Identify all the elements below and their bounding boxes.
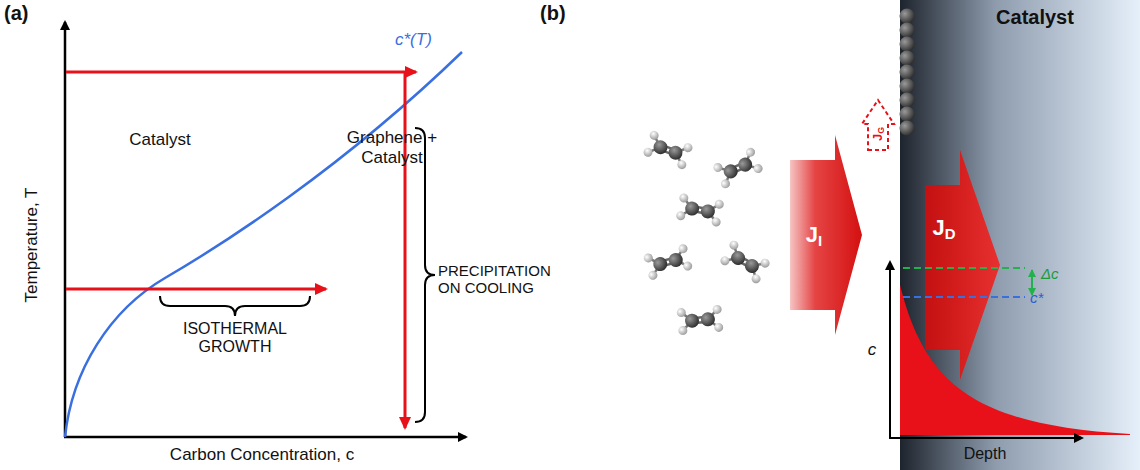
carbon-atom: [700, 203, 716, 219]
carbon-atom: [900, 93, 915, 108]
hydrogen-atom: [643, 252, 654, 263]
curve-label: c*(T): [395, 30, 432, 50]
hydrogen-atom: [676, 308, 686, 318]
hydrogen-atom: [682, 142, 694, 154]
supersaturation-level: [903, 267, 1025, 269]
ethylene-molecule: [676, 305, 723, 336]
brace: [415, 128, 435, 422]
depth-axis: [889, 437, 1082, 439]
c-axis: [889, 262, 891, 438]
carbon-atom: [742, 256, 761, 275]
process-label: ISOTHERMAL GROWTH: [175, 320, 295, 357]
hydrogen-atom: [714, 199, 724, 209]
hydrogen-atom: [647, 270, 658, 281]
carbon-atom: [736, 155, 755, 174]
flux-arrow: [862, 100, 894, 150]
solubility-curve: [65, 52, 462, 437]
hydrogen-atom: [728, 239, 740, 251]
brace: [160, 296, 310, 316]
carbon-atom: [684, 313, 699, 328]
solubility-level: [903, 296, 1025, 298]
process-label: PRECIPITATION ON COOLING: [438, 262, 556, 297]
axis-label: Depth: [964, 445, 1007, 463]
heating-arrow: [66, 71, 416, 74]
ethylene-molecule: [719, 239, 771, 285]
region-label: Graphene + Catalyst: [337, 128, 447, 167]
hydrogen-atom: [720, 178, 732, 190]
ethylene-molecule: [712, 146, 764, 189]
flux-arrow: [790, 135, 862, 335]
flux-label: JG: [871, 127, 886, 141]
region-title: Catalyst: [900, 6, 1140, 29]
carbon-atom: [684, 201, 700, 217]
ethylene-molecules: [642, 130, 771, 336]
carbon-atom: [900, 65, 915, 80]
axis-label: Carbon Concentration, c: [170, 445, 354, 465]
carbon-atom: [900, 51, 915, 66]
panel-letter: (b): [540, 2, 566, 25]
hydrogen-atom: [719, 255, 731, 267]
carbon-atom: [667, 144, 685, 162]
carbon-atom: [900, 121, 915, 136]
carbon-atom: [900, 23, 915, 38]
hydrogen-atom: [678, 243, 689, 254]
axis-label: Temperature, T: [22, 188, 42, 303]
hydrogen-atom: [678, 326, 688, 336]
graphene-layer: [900, 9, 915, 136]
flux-label: JD: [932, 215, 955, 240]
hydrogen-atom: [759, 257, 771, 269]
hydrogen-atom: [711, 217, 721, 227]
axis-label: c: [868, 340, 877, 360]
hydrogen-atom: [750, 273, 762, 285]
region-label: Catalyst: [129, 130, 190, 150]
isothermal-arrow: [66, 288, 326, 291]
flux-arrow: [925, 150, 1000, 380]
carbon-atom: [900, 37, 915, 52]
carbon-atom: [900, 9, 915, 24]
carbon-atom: [729, 248, 748, 267]
carbon-atom: [900, 79, 915, 94]
cooling-arrow: [404, 72, 407, 428]
ethylene-molecule: [642, 130, 694, 171]
hydrogen-atom: [714, 323, 724, 333]
hydrogen-atom: [682, 261, 693, 272]
level-label: c*: [1030, 289, 1043, 306]
hydrogen-atom: [712, 161, 724, 173]
hydrogen-atom: [679, 193, 689, 203]
panel-letter: (a): [4, 2, 28, 25]
hydrogen-atom: [752, 163, 764, 175]
carbon-atom: [667, 251, 684, 268]
x-axis: [64, 436, 466, 439]
hydrogen-atom: [676, 159, 688, 171]
catalyst-block: [900, 0, 1140, 470]
carbon-atom: [652, 138, 670, 156]
delta-label: Δc: [1041, 265, 1059, 282]
y-axis: [64, 22, 67, 437]
hydrogen-atom: [642, 147, 654, 159]
carbon-atom: [900, 107, 915, 122]
carbon-atom: [652, 255, 669, 272]
hydrogen-atom: [712, 305, 722, 315]
flux-label: JI: [806, 222, 822, 247]
hydrogen-atom: [675, 211, 685, 221]
carbon-atom: [700, 312, 715, 327]
ethylene-molecule: [643, 243, 693, 281]
ethylene-molecule: [675, 193, 724, 227]
hydrogen-atom: [745, 146, 757, 158]
carbon-atom: [721, 162, 740, 181]
hydrogen-atom: [648, 130, 660, 142]
